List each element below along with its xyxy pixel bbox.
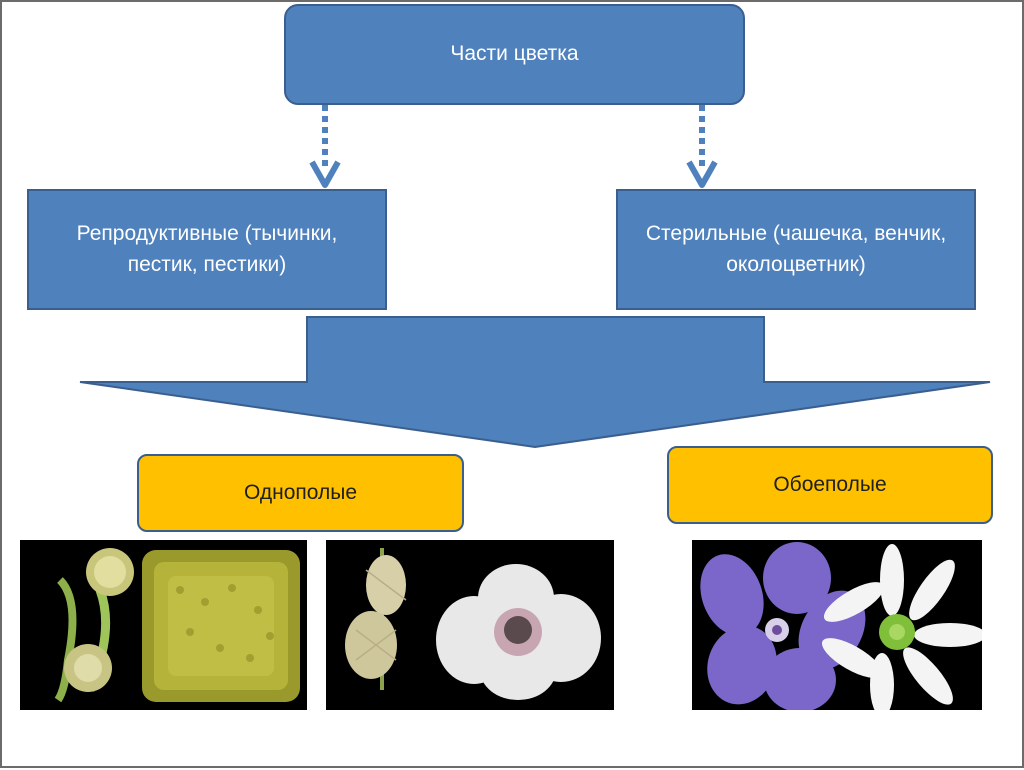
unisexual-flower-photo-2 xyxy=(326,540,614,710)
dotted-arrow-right xyxy=(686,105,718,188)
dotted-arrow-left xyxy=(309,105,341,188)
unisexual-label: Однополые xyxy=(243,480,358,504)
reproductive-parts-node: Репродуктивные (тычинки, пестик, пестики… xyxy=(27,189,387,310)
sterile-parts-node: Стерильные (чашечка, венчик, околоцветни… xyxy=(616,189,976,310)
purple-and-white-flowers-photo xyxy=(692,540,982,710)
grass-spike-and-white-flower-photo xyxy=(326,540,614,710)
root-node-label: Части цветка xyxy=(450,42,579,66)
unisexual-flower-photo-1 xyxy=(20,540,307,710)
bisexual-flower-photo xyxy=(692,540,982,710)
merge-down-arrow xyxy=(79,316,991,449)
sterile-parts-label: Стерильные (чашечка, венчик, околоцветни… xyxy=(645,222,947,276)
unisexual-node: Однополые xyxy=(137,454,464,532)
bisexual-node: Обоеполые xyxy=(667,446,993,524)
bisexual-label: Обоеполые xyxy=(773,472,887,496)
spiky-flower-heads-and-pollen-photo xyxy=(20,540,307,710)
reproductive-parts-label: Репродуктивные (тычинки, пестик, пестики… xyxy=(76,222,338,276)
root-node-flower-parts: Части цветка xyxy=(284,4,745,105)
